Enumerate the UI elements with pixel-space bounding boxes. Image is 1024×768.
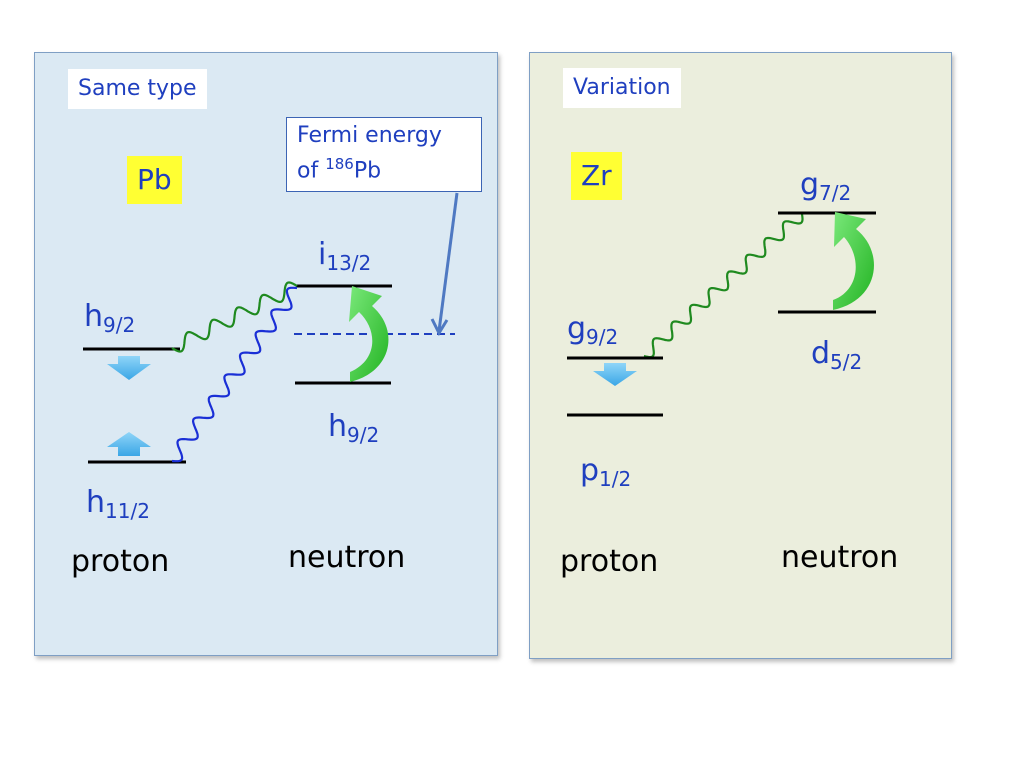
level-label-neutron-i13-2: i13/2 — [318, 237, 372, 276]
down-arrow-icon — [107, 356, 151, 380]
wavy-interaction-line — [171, 286, 298, 463]
fermi-callout-line2: of 186Pb — [297, 155, 382, 184]
proton-label-right: proton — [560, 544, 659, 579]
level-label-neutron-h9-2: h9/2 — [328, 409, 380, 448]
mass-number: 186 — [325, 155, 354, 173]
fermi-pointer-line — [437, 192, 459, 332]
level-label-neutron-g7-2: g7/2 — [800, 167, 852, 206]
fermi-callout-line1: Fermi energy — [297, 123, 442, 148]
wavy-interaction-line — [643, 213, 804, 359]
neutron-label-right: neutron — [781, 540, 899, 575]
up-arrow-icon — [107, 432, 151, 456]
panel-tag-same-type: Same type — [68, 69, 207, 109]
curved-arrow-icon — [349, 286, 389, 382]
proton-label-left: proton — [71, 544, 170, 579]
down-arrow-icon — [593, 363, 637, 386]
wavy-interaction-line — [171, 281, 298, 353]
element-badge-pb: Pb — [127, 156, 182, 204]
level-label-proton-p1-2: p1/2 — [580, 453, 632, 492]
curved-arrow-icon — [833, 212, 874, 310]
level-label-proton-h11-2: h11/2 — [86, 485, 150, 524]
fermi-pointer-arrowhead — [430, 318, 449, 337]
element-badge-zr: Zr — [571, 152, 622, 200]
level-label-proton-g9-2: g9/2 — [567, 311, 619, 350]
level-label-proton-h9-2: h9/2 — [84, 299, 136, 338]
fermi-energy-callout: Fermi energy of 186Pb — [286, 117, 482, 192]
level-label-neutron-d5-2: d5/2 — [811, 336, 863, 375]
neutron-label-left: neutron — [288, 540, 406, 575]
panel-tag-variation: Variation — [563, 68, 681, 108]
